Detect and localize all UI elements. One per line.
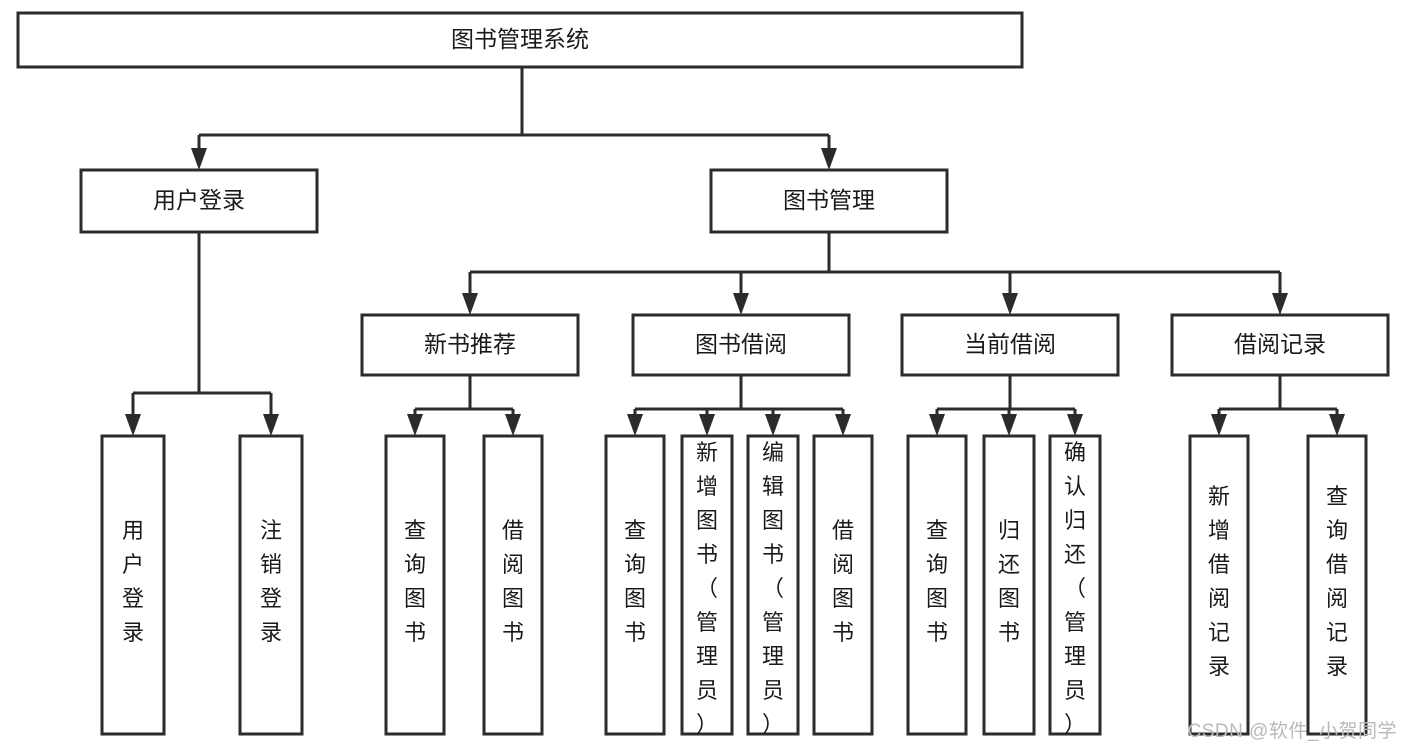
node-leaf-borrow-book-2-label: 借阅图书 (832, 518, 854, 645)
node-leaf-query-record-box[interactable] (1306, 434, 1368, 736)
watermark-text: CSDN @软件_小贺同学 (1187, 721, 1397, 742)
node-current-borrow-box[interactable] (900, 313, 1120, 377)
node-leaf-return-book-box[interactable] (982, 434, 1036, 736)
arrow-down-icon-bm-0 (462, 293, 478, 315)
node-user-login-box[interactable] (79, 168, 319, 234)
node-leaf-logout-login-box[interactable] (238, 434, 304, 736)
node-leaf-add-book-box[interactable] (680, 434, 734, 736)
arrow-down-icon-ul-0 (125, 414, 141, 436)
node-current-borrow-label: 当前借阅 (964, 331, 1056, 357)
node-book-management-box[interactable] (709, 168, 949, 234)
arrow-down-icon-bm-2 (1002, 293, 1018, 315)
node-book-management-label: 图书管理 (783, 187, 875, 213)
node-root-box[interactable] (16, 11, 1024, 69)
node-leaf-add-record-label: 新增借阅记录 (1208, 484, 1230, 679)
arrow-down-icon-l3-0-1 (505, 414, 521, 436)
arrow-down-icon-l3-1-1 (699, 414, 715, 436)
node-borrow-record-box[interactable] (1170, 313, 1390, 377)
arrow-down-icon-l3-1-0 (627, 414, 643, 436)
node-leaf-query-book-3-label: 查询图书 (926, 518, 948, 645)
connector-layer (125, 67, 1345, 436)
arrow-down-icon-l3-2-2 (1067, 414, 1083, 436)
arrow-down-icon-l3-1-3 (835, 414, 851, 436)
arrow-down-icon-l3-2-1 (1001, 414, 1017, 436)
node-borrow-record-label: 借阅记录 (1234, 331, 1326, 357)
arrow-down-icon-l3-3-0 (1211, 414, 1227, 436)
node-leaf-return-book-label: 归还图书 (998, 518, 1020, 645)
node-leaf-user-login-box[interactable] (100, 434, 166, 736)
arrow-down-icon-l3-2-0 (929, 414, 945, 436)
node-leaf-add-record-box[interactable] (1188, 434, 1250, 736)
arrow-down-icon-root-0 (191, 148, 207, 170)
arrow-down-icon-l3-0-0 (407, 414, 423, 436)
node-leaf-query-book-1-label: 查询图书 (404, 518, 426, 645)
node-leaf-borrow-book-1-label: 借阅图书 (502, 518, 524, 645)
node-leaf-query-book-1-box[interactable] (384, 434, 446, 736)
node-new-book-recommend-box[interactable] (360, 313, 580, 377)
arrow-down-icon-bm-3 (1272, 293, 1288, 315)
arrow-down-icon-l3-3-1 (1329, 414, 1345, 436)
arrow-down-icon-root-1 (821, 148, 837, 170)
arrow-down-icon-ul-1 (263, 414, 279, 436)
node-root-label: 图书管理系统 (451, 26, 589, 52)
node-leaf-query-book-3-box[interactable] (906, 434, 968, 736)
node-leaf-borrow-book-1-box[interactable] (482, 434, 544, 736)
node-leaf-logout-login-label: 注销登录 (260, 518, 282, 645)
node-book-borrow-label: 图书借阅 (695, 331, 787, 357)
node-new-book-recommend-label: 新书推荐 (424, 331, 516, 357)
node-leaf-edit-book-label: 编辑图书（管理员） (762, 440, 784, 737)
node-leaf-confirm-return-box[interactable] (1048, 434, 1102, 736)
node-book-borrow-box[interactable] (631, 313, 851, 377)
arrow-down-icon-bm-1 (733, 293, 749, 315)
node-leaf-confirm-return-label: 确认归还（管理员） (1064, 440, 1086, 737)
node-leaf-query-book-2-box[interactable] (604, 434, 666, 736)
node-leaf-edit-book-box[interactable] (746, 434, 800, 736)
node-leaf-borrow-book-2-box[interactable] (812, 434, 874, 736)
node-layer: 图书管理系统用户登录图书管理新书推荐图书借阅当前借阅借阅记录用户登录注销登录查询… (16, 11, 1390, 737)
arrow-down-icon-l3-1-2 (765, 414, 781, 436)
node-leaf-add-book-label: 新增图书（管理员） (696, 440, 718, 737)
node-leaf-query-record-label: 查询借阅记录 (1326, 484, 1348, 679)
node-user-login-label: 用户登录 (153, 187, 245, 213)
node-leaf-user-login-label: 用户登录 (122, 518, 144, 645)
node-leaf-query-book-2-label: 查询图书 (624, 518, 646, 645)
